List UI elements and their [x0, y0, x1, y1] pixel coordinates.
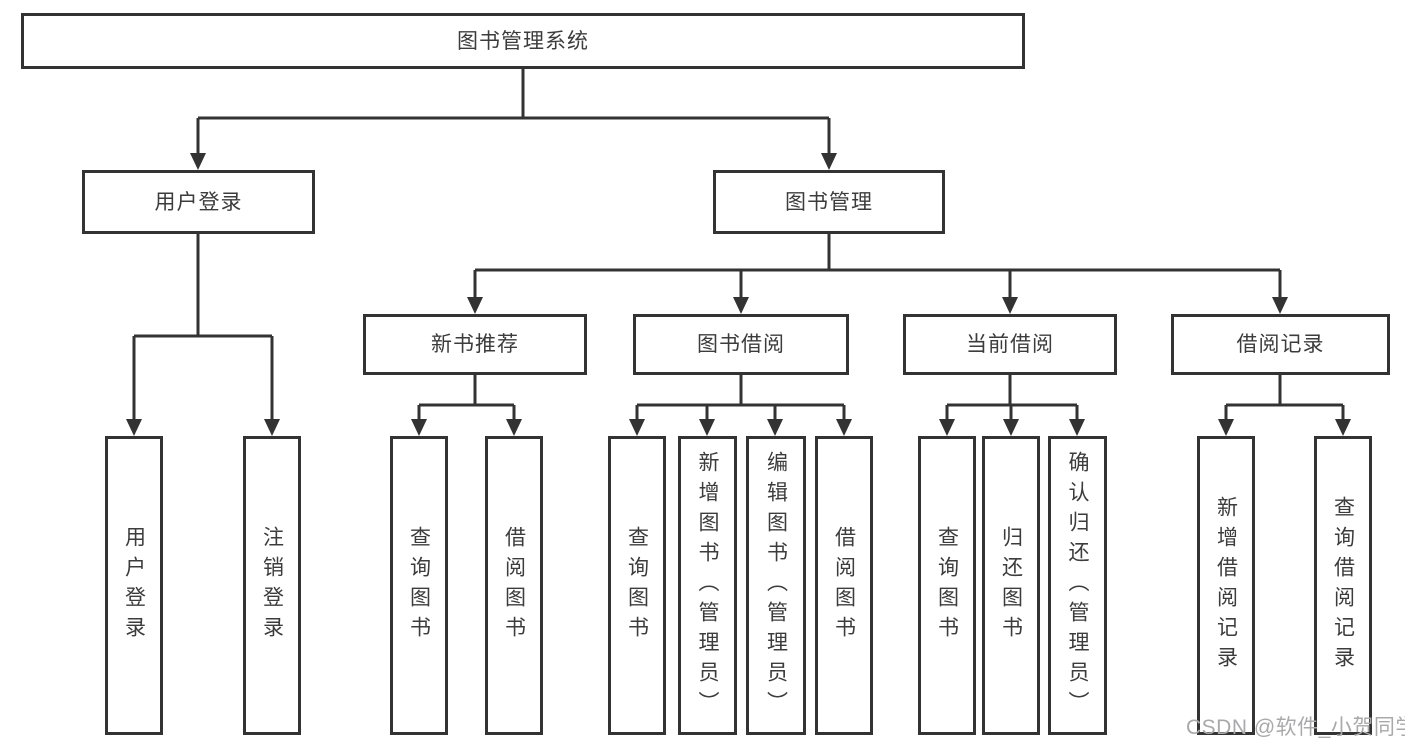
node-root-label: 图书管理系统 [457, 29, 589, 53]
node-new-book-recommend-label: 新书推荐 [431, 333, 519, 356]
leaf-query-books-borrow-label: 查询图书 [625, 525, 649, 646]
leaf-borrow-books-recommend: 借阅图书 [485, 436, 543, 735]
watermark: CSDN @软件_小贺同学 [1186, 716, 1405, 739]
node-new-book-recommend: 新书推荐 [363, 314, 587, 375]
leaf-query-books-recommend-label: 查询图书 [407, 525, 431, 646]
node-user-login-label: 用户登录 [154, 190, 243, 214]
node-current-borrowing-label: 当前借阅 [966, 333, 1054, 356]
leaf-confirm-return-admin-label: 确认归还（管理员） [1066, 450, 1089, 721]
leaf-query-books-current-label: 查询图书 [935, 525, 959, 646]
node-book-borrowing: 图书借阅 [633, 314, 849, 375]
leaf-query-borrow-record-label: 查询借阅记录 [1331, 495, 1355, 676]
leaf-borrow-books: 借阅图书 [815, 436, 873, 735]
leaf-borrow-books-recommend-label: 借阅图书 [502, 525, 526, 646]
leaf-return-books: 归还图书 [982, 436, 1040, 735]
leaf-query-borrow-record: 查询借阅记录 [1314, 436, 1372, 735]
node-borrowing-records: 借阅记录 [1171, 314, 1390, 375]
leaf-borrow-books-label: 借阅图书 [832, 525, 856, 646]
node-book-management-label: 图书管理 [785, 190, 873, 214]
leaf-query-books-borrow: 查询图书 [608, 436, 666, 735]
node-book-borrowing-label: 图书借阅 [697, 333, 785, 356]
leaf-query-books-recommend: 查询图书 [390, 436, 448, 735]
leaf-confirm-return-admin: 确认归还（管理员） [1048, 436, 1107, 735]
leaf-user-login: 用户登录 [105, 436, 163, 735]
leaf-logout-label: 注销登录 [260, 525, 284, 646]
node-book-management: 图书管理 [713, 170, 945, 234]
node-root: 图书管理系统 [21, 13, 1025, 69]
leaf-edit-books-admin-label: 编辑图书（管理员） [764, 450, 788, 721]
leaf-add-books-admin: 新增图书（管理员） [678, 436, 737, 735]
tree-edges [132, 69, 1345, 424]
leaf-edit-books-admin: 编辑图书（管理员） [746, 436, 806, 735]
leaf-return-books-label: 归还图书 [999, 525, 1023, 646]
node-user-login: 用户登录 [82, 170, 315, 234]
leaf-logout: 注销登录 [243, 436, 301, 735]
leaf-add-borrow-record-label: 新增借阅记录 [1214, 495, 1238, 676]
leaf-add-borrow-record: 新增借阅记录 [1197, 436, 1255, 735]
leaf-user-login-label: 用户登录 [122, 525, 146, 646]
node-current-borrowing: 当前借阅 [903, 314, 1117, 375]
node-borrowing-records-label: 借阅记录 [1236, 333, 1325, 356]
leaf-query-books-current: 查询图书 [918, 436, 976, 735]
leaf-add-books-admin-label: 新增图书（管理员） [696, 450, 719, 721]
